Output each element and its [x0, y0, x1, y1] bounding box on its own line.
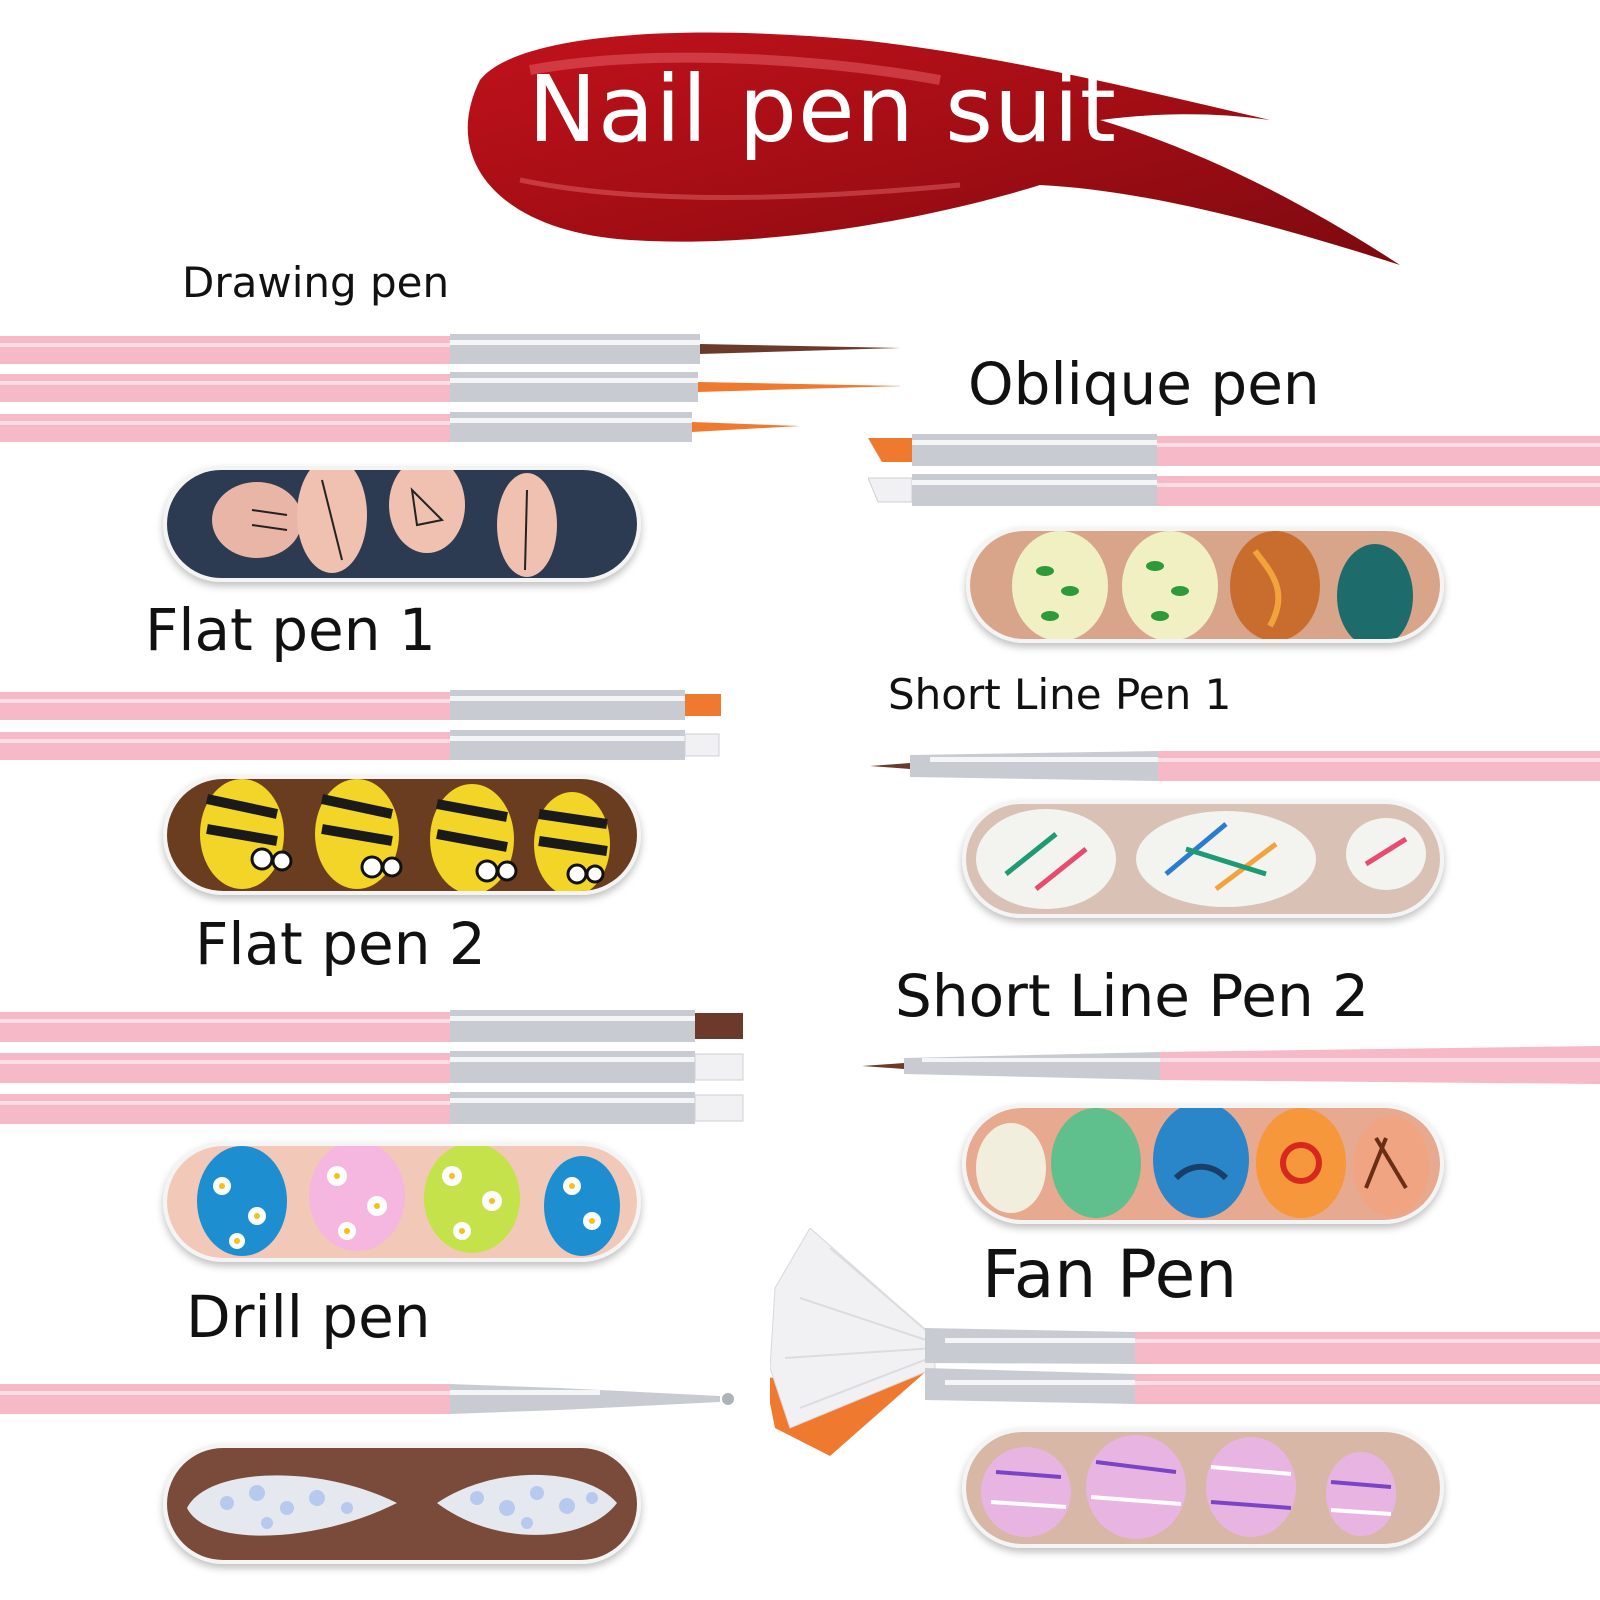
- drawing-pen-photo: [163, 466, 641, 582]
- short-line-pen-2-label: Short Line Pen 2: [895, 962, 1370, 1030]
- polish-stroke-graphic: [467, 32, 1400, 265]
- fan-pen-label: Fan Pen: [982, 1236, 1238, 1313]
- drawing-pen-label: Drawing pen: [182, 258, 450, 307]
- drill-pen-label: Drill pen: [186, 1283, 431, 1351]
- flat-pen-1-label: Flat pen 1: [145, 596, 436, 664]
- short-line-pen-1-brushes: [870, 747, 1600, 787]
- oblique-pen-brushes: [868, 432, 1600, 512]
- flat-pen-1-brush-1: [0, 690, 721, 720]
- fan-pen-handle-2: [925, 1368, 1600, 1404]
- flat-pen-2-brushes: [0, 1008, 750, 1128]
- fan-pen-brushes: [770, 1228, 1600, 1458]
- flat-pen-2-label: Flat pen 2: [195, 910, 486, 978]
- drawing-pen-2: [0, 372, 900, 402]
- drill-pen-1: [0, 1384, 734, 1414]
- oblique-pen-brush-1: [868, 434, 1600, 466]
- oblique-pen-label: Oblique pen: [968, 350, 1320, 418]
- fan-pen-handle-1: [925, 1328, 1600, 1364]
- drill-pen-photo: [163, 1444, 641, 1564]
- short-line-pen-2: [862, 1046, 1600, 1084]
- fan-pen-photo: [962, 1428, 1444, 1548]
- short-line-pen-1-photo: [962, 800, 1444, 918]
- title-banner: Nail pen suit: [440, 10, 1440, 280]
- flat-pen-1-photo: [163, 775, 641, 895]
- short-line-pen-1: [870, 751, 1600, 781]
- short-line-pen-2-photo: [962, 1104, 1444, 1224]
- flat-pen-1-brush-2: [0, 730, 720, 760]
- fan-pen-brush-white: [770, 1228, 936, 1429]
- oblique-pen-brush-2: [868, 474, 1600, 506]
- flat-pen-2-brush-2: [0, 1051, 744, 1083]
- short-line-pen-2-brushes: [862, 1046, 1600, 1086]
- flat-pen-2-brush-1: [0, 1010, 743, 1042]
- drill-pen-brushes: [0, 1380, 750, 1420]
- short-line-pen-1-label: Short Line Pen 1: [888, 670, 1232, 719]
- drawing-pen-1: [0, 334, 900, 364]
- flat-pen-2-brush-3: [0, 1092, 744, 1124]
- drawing-pen-3: [0, 412, 800, 442]
- page-title: Nail pen suit: [528, 56, 1117, 163]
- flat-pen-2-photo: [163, 1142, 641, 1262]
- drawing-pen-brushes: [0, 330, 900, 455]
- flat-pen-1-brushes: [0, 690, 730, 770]
- oblique-pen-photo: [966, 527, 1444, 643]
